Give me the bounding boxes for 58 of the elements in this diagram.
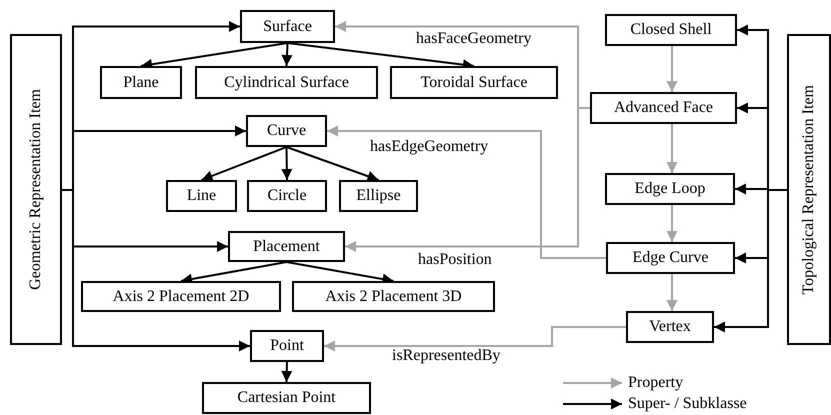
class-name: Cylindrical Surface <box>224 74 349 92</box>
category-name: Geometric Representation Item <box>27 89 45 290</box>
arrow <box>281 42 292 66</box>
arrow <box>666 205 678 242</box>
class-name: Point <box>270 337 304 355</box>
property-arrow <box>345 107 590 252</box>
arrow <box>201 146 287 182</box>
class-name: Surface <box>263 18 312 36</box>
class-box <box>202 382 371 414</box>
class-name: Line <box>186 187 216 205</box>
class-name: Axis 2 Placement 2D <box>112 288 250 306</box>
class-box <box>605 14 737 46</box>
class-box <box>166 180 237 212</box>
category-box <box>787 34 831 345</box>
arrow <box>62 189 250 352</box>
class-box <box>339 180 418 212</box>
property-arrow <box>324 326 626 352</box>
category-name: Topological Representation Item <box>800 84 818 294</box>
legend-label: Super- / Subklasse <box>628 396 747 412</box>
class-name: Vertex <box>649 318 691 336</box>
class-name: Edge Loop <box>634 180 706 198</box>
edge-label: hasEdgeGeometry <box>370 139 488 155</box>
edge-label: hasFaceGeometry <box>416 31 532 47</box>
class-box <box>606 242 735 274</box>
class-box <box>246 115 327 147</box>
arrow <box>286 146 379 182</box>
class-box <box>247 180 327 212</box>
class-box <box>100 66 182 99</box>
class-name: Toroidal Surface <box>420 74 528 92</box>
class-name: Edge Curve <box>632 249 708 267</box>
category-box <box>10 34 62 345</box>
property-arrow <box>327 126 606 259</box>
class-name: Circle <box>267 187 307 205</box>
class-name: Cartesian Point <box>237 389 336 407</box>
arrow <box>666 46 678 92</box>
class-name: Ellipse <box>356 187 401 205</box>
class-name: Closed Shell <box>630 21 712 39</box>
legend-label: Property <box>628 375 684 391</box>
class-box <box>390 66 558 99</box>
class-box <box>240 10 335 43</box>
class-box <box>292 281 495 312</box>
class-box <box>228 231 345 262</box>
class-name: Placement <box>253 238 320 256</box>
class-box <box>250 330 324 362</box>
edge-label: isRepresentedBy <box>392 348 500 364</box>
class-box <box>626 311 714 343</box>
class-box <box>605 173 735 205</box>
class-box <box>590 92 737 124</box>
class-box <box>195 66 378 99</box>
class-name: Curve <box>266 122 306 140</box>
arrow <box>666 274 678 311</box>
class-box <box>81 281 281 312</box>
arrow <box>281 362 292 382</box>
arrow <box>281 146 292 180</box>
arrow <box>666 124 678 173</box>
class-name: Advanced Face <box>614 99 714 117</box>
class-name: Axis 2 Placement 3D <box>325 288 462 306</box>
class-name: Plane <box>123 74 159 92</box>
